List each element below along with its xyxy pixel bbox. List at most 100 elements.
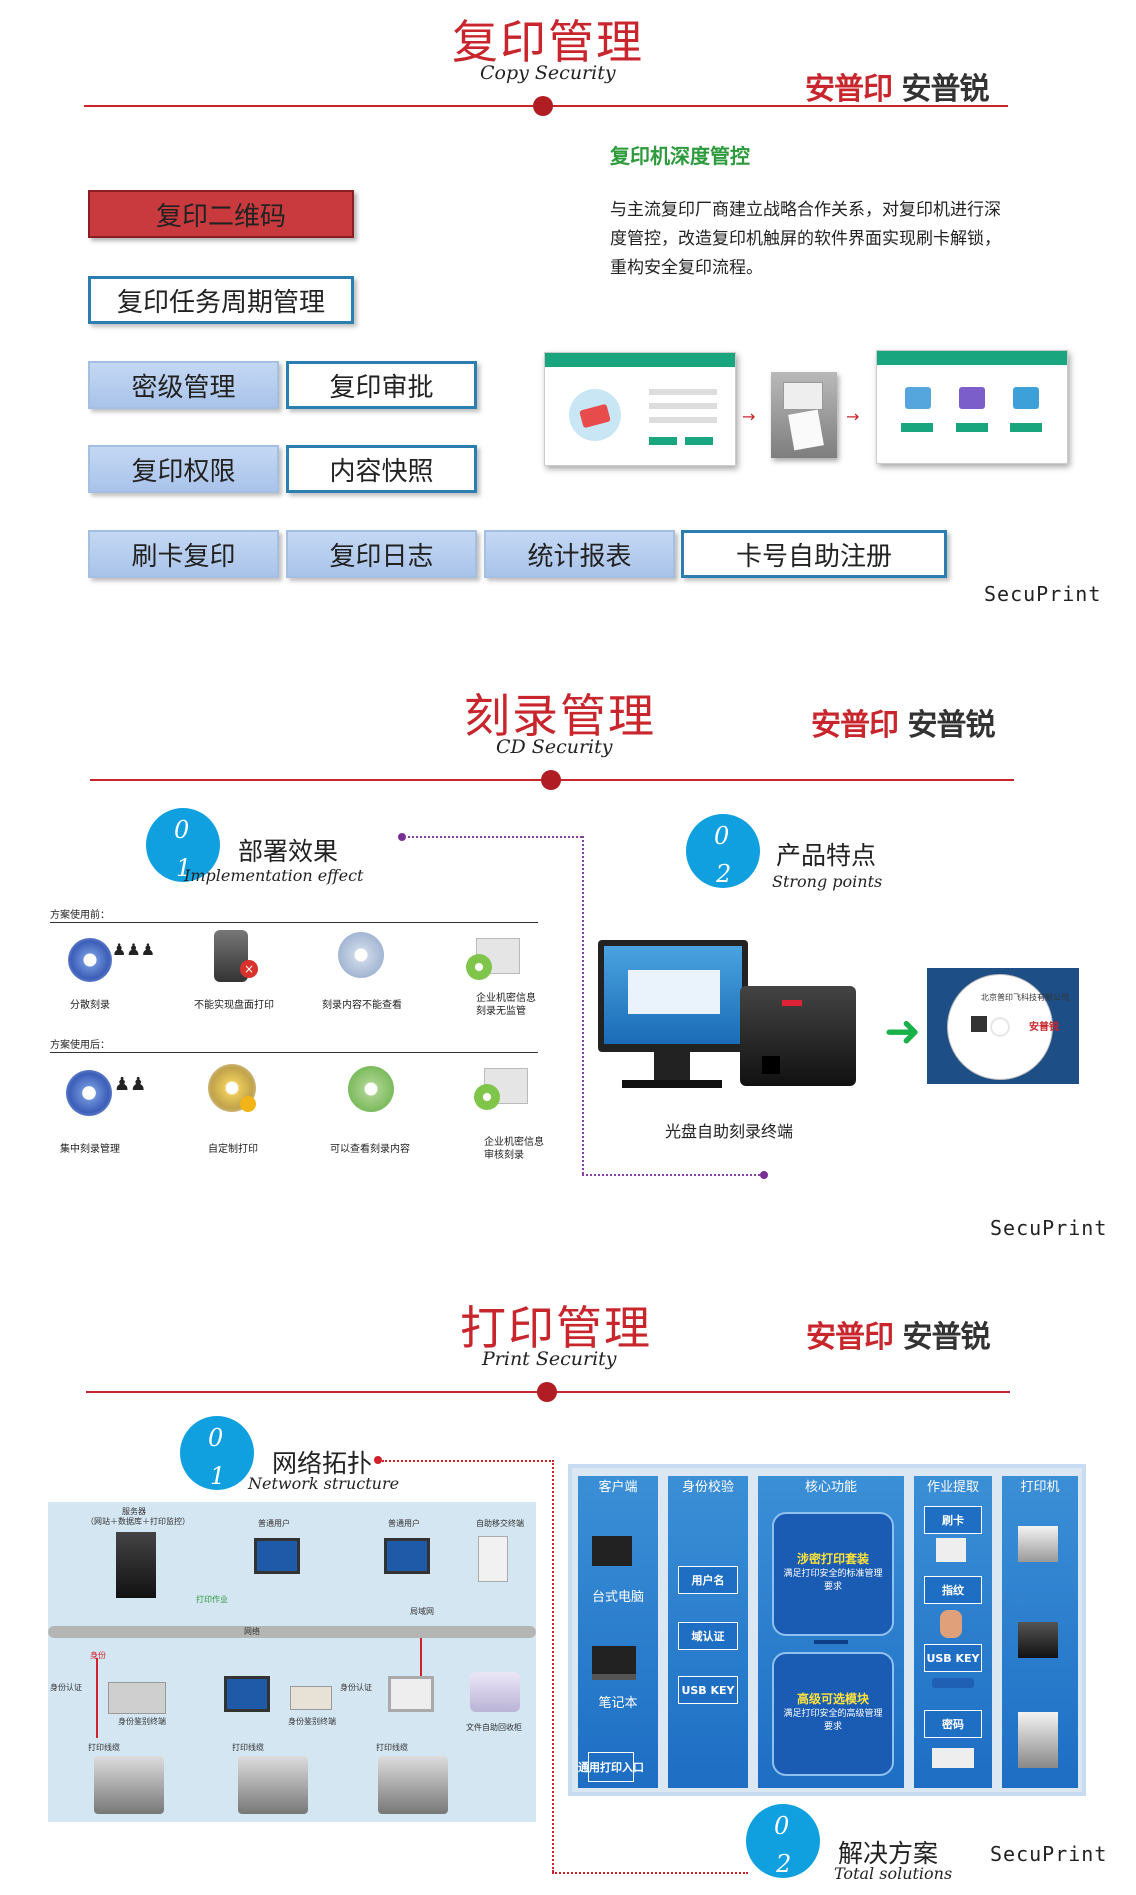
solutions-title: 解决方案 xyxy=(838,1839,939,1868)
auth-username: 用户名 xyxy=(678,1566,738,1594)
cd-view-icon xyxy=(338,932,384,978)
lan-label: 局域网 xyxy=(410,1607,434,1616)
card-reader-icon xyxy=(108,1682,166,1714)
connector-line xyxy=(582,1174,764,1176)
print-subtitle: Print Security xyxy=(482,1348,617,1370)
computer-icon xyxy=(224,1676,270,1712)
cd-title: 刻录管理 xyxy=(464,689,656,743)
connector-line xyxy=(582,836,584,1174)
identity-label: 身份认证 xyxy=(340,1683,372,1692)
network-title: 网络拓扑 xyxy=(272,1449,373,1478)
copier-icon xyxy=(1018,1712,1058,1768)
doc-box-label: 文件自助回收柜 xyxy=(466,1723,522,1732)
after-item: 企业机密信息 审核刻录 xyxy=(484,1137,544,1161)
col-printer: 打印机 xyxy=(1002,1476,1078,1788)
copy-heading: 复印机深度管控 xyxy=(610,144,750,168)
card-reader-image xyxy=(771,372,837,458)
function-screen-image xyxy=(876,350,1068,464)
effect-title: 部署效果 xyxy=(238,837,339,866)
solutions-panel: 客户端 台式电脑 笔记本 通用打印入口 身份校验 用户名 域认证 USB KEY… xyxy=(568,1464,1086,1796)
fingerprint-icon xyxy=(940,1610,962,1638)
feature-qr: 复印二维码 xyxy=(88,190,354,238)
connector-line xyxy=(404,836,582,838)
points-title: 产品特点 xyxy=(776,841,877,870)
laptop-icon xyxy=(592,1646,636,1680)
brand-b: 安普锐 xyxy=(902,1320,990,1355)
print-job-label: 打印作业 xyxy=(196,1595,228,1604)
kiosk-icon xyxy=(478,1536,508,1582)
connector-dot xyxy=(398,833,406,841)
before-item: 不能实现盘面打印 xyxy=(194,1000,274,1011)
burner-device-image xyxy=(740,986,856,1086)
copy-subtitle: Copy Security xyxy=(480,62,616,84)
col-header: 打印机 xyxy=(1020,1480,1060,1495)
print-title: 打印管理 xyxy=(460,1301,652,1355)
brand-logo: 安普印 安普锐 xyxy=(811,700,995,744)
flow-line xyxy=(96,1658,98,1738)
print-entry-button: 通用打印入口 xyxy=(578,1752,644,1782)
printline-label: 打印线缆 xyxy=(376,1743,408,1752)
after-item: 可以查看刻录内容 xyxy=(330,1144,410,1155)
feature-approval: 复印审批 xyxy=(286,361,477,409)
feature-snapshot: 内容快照 xyxy=(286,445,477,493)
core-title: 高级可选模块 xyxy=(796,1692,869,1706)
fetch-usbkey: USB KEY xyxy=(924,1644,982,1672)
printer-icon xyxy=(905,387,931,409)
number-badge: 0 1 xyxy=(146,808,220,882)
user-label: 普通用户 xyxy=(388,1519,420,1528)
auth-domain: 域认证 xyxy=(678,1622,738,1650)
fetch-password: 密码 xyxy=(924,1710,982,1738)
card-label: 身份鉴别终端 xyxy=(118,1717,166,1726)
effect-subtitle: Implementation effect xyxy=(184,866,364,885)
printer-icon xyxy=(1018,1526,1058,1562)
after-label: 方案使用后： xyxy=(50,1040,110,1051)
before-item: 分散刻录 xyxy=(70,1000,110,1011)
core-sub: 满足打印安全的高级管理要求 xyxy=(783,1709,883,1732)
users-icon: ♟♟ xyxy=(114,1074,147,1095)
number-badge: 0 2 xyxy=(746,1804,820,1878)
brand-logo: 安普印 安普锐 xyxy=(806,1312,990,1356)
col-auth: 身份校验 用户名 域认证 USB KEY xyxy=(668,1476,748,1788)
feature-cycle: 复印任务周期管理 xyxy=(88,276,354,324)
copy-title: 复印管理 xyxy=(452,15,644,69)
users-icon: ♟♟♟ xyxy=(112,940,156,959)
divider xyxy=(50,922,538,923)
core-sub: 满足打印安全的标准管理要求 xyxy=(783,1569,883,1592)
terminal-caption: 光盘自助刻录终端 xyxy=(665,1122,794,1141)
identity-label: 身份 xyxy=(90,1651,106,1660)
client-item: 台式电脑 xyxy=(591,1590,644,1605)
connector-dot xyxy=(374,1456,382,1464)
server-sub-label: （网站＋数据库＋打印监控） xyxy=(86,1517,190,1526)
feature-card: 刷卡复印 xyxy=(88,530,279,578)
divider-dot xyxy=(533,96,553,116)
server-icon xyxy=(116,1532,156,1598)
cd-view-icon xyxy=(348,1066,394,1112)
connector-line xyxy=(382,1460,554,1462)
before-item: 企业机密信息 刻录无监管 xyxy=(476,993,536,1017)
col-core: 核心功能 涉密打印套装 满足打印安全的标准管理要求 高级可选模块 满足打印安全的… xyxy=(758,1476,904,1788)
brand-b: 安普锐 xyxy=(901,72,989,107)
disc-icon xyxy=(466,954,492,980)
computer-icon xyxy=(384,1538,430,1574)
desktop-icon xyxy=(592,1536,632,1566)
core-box: 高级可选模块 满足打印安全的高级管理要求 xyxy=(772,1652,894,1776)
connector-line xyxy=(552,1872,748,1874)
brand-a: 安普印 xyxy=(811,708,899,743)
qr-icon xyxy=(971,1016,987,1032)
scanner-icon xyxy=(1013,387,1039,409)
card-label: 身份鉴别终端 xyxy=(288,1717,336,1726)
feature-report: 统计报表 xyxy=(484,530,675,578)
net-label: 网络 xyxy=(244,1627,260,1636)
feature-permission: 复印权限 xyxy=(88,445,279,493)
login-screen-image xyxy=(544,352,736,466)
user-label: 普通用户 xyxy=(258,1519,290,1528)
keypad-icon xyxy=(932,1748,974,1768)
cd-subtitle: CD Security xyxy=(496,736,613,758)
arrow-right-icon: ➜ xyxy=(884,1006,921,1057)
secuprint-footer: SecuPrint xyxy=(984,582,1102,606)
computer-icon xyxy=(388,1676,434,1712)
save-icon xyxy=(959,387,985,409)
brand-a: 安普印 xyxy=(806,1320,894,1355)
server-label: 服务器 xyxy=(122,1507,146,1516)
arrow-right-icon: → xyxy=(742,407,756,426)
